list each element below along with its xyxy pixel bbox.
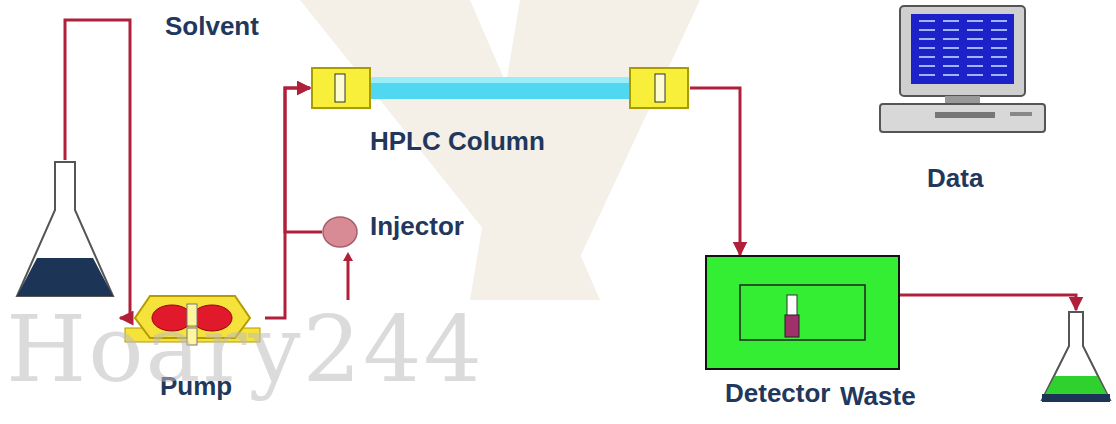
node-label: Detector [725,379,830,408]
hplc-column-shape [310,65,690,111]
injector-valve: Injector [322,214,358,250]
hplc-column: HPLC Column [310,65,690,111]
detector-shape [705,255,900,370]
node-label: Injector [370,212,464,241]
injector-valve-shape [322,214,358,250]
data-computer-shape [875,4,1045,140]
injection-arrowhead [343,252,353,261]
solvent-flask-shape [15,160,115,300]
waste-flask-shape [1040,310,1112,404]
solvent-flask: Solvent [15,160,115,300]
node-label: Solvent [165,12,259,41]
data-computer: Data [875,4,1045,140]
node-label: Waste [840,382,916,411]
flow-line [690,88,740,255]
node-label: Data [927,164,983,193]
detector: Detector [705,255,900,370]
flow-line [285,88,322,232]
injection-port-line [347,258,350,300]
waste-flask: Waste [1040,310,1112,404]
node-label: HPLC Column [370,127,545,156]
watermark-text: Hoary244 [6,296,484,403]
flow-line [265,88,310,318]
flow-line [900,295,1076,310]
